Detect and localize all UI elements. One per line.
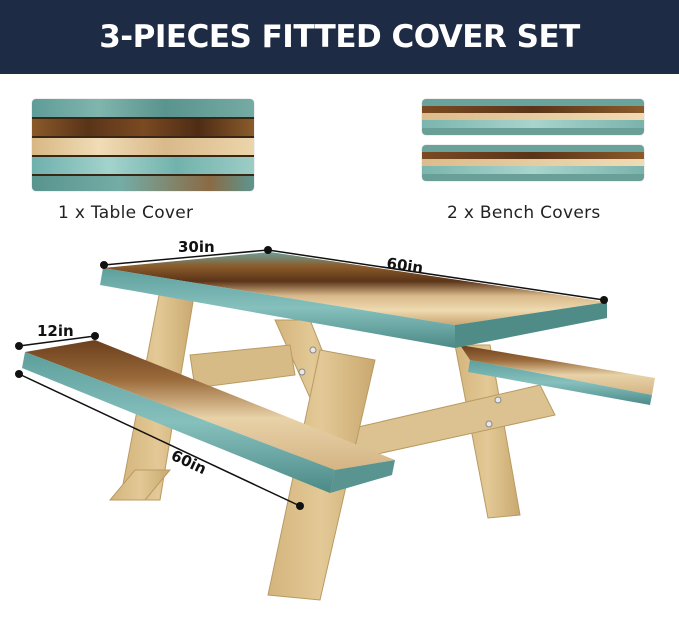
dimension-bench-width: 12in <box>15 322 99 350</box>
dimension-table-length: 60in <box>267 249 608 304</box>
title-banner: 3-PIECES FITTED COVER SET <box>0 0 679 74</box>
table-length-label: 60in <box>385 254 424 277</box>
bench-left-covered <box>22 340 395 493</box>
table-top-covered <box>100 252 607 348</box>
bench-length-label: 60in <box>168 446 209 478</box>
banner-title: 3-PIECES FITTED COVER SET <box>99 19 580 55</box>
bench-width-label: 12in <box>37 322 74 340</box>
bench-right-covered <box>460 345 655 405</box>
table-width-label: 30in <box>178 238 215 256</box>
table-cover-label: 1 x Table Cover <box>58 203 194 223</box>
bench-cover-swatch-2 <box>422 145 644 181</box>
table-cover-swatch <box>32 99 254 191</box>
cross-brace-left <box>189 344 296 389</box>
cross-brace-right <box>344 384 556 461</box>
dimension-table-width: 30in <box>100 238 272 269</box>
bench-covers-label: 2 x Bench Covers <box>447 203 601 223</box>
bench-cover-swatch-1 <box>422 99 644 135</box>
